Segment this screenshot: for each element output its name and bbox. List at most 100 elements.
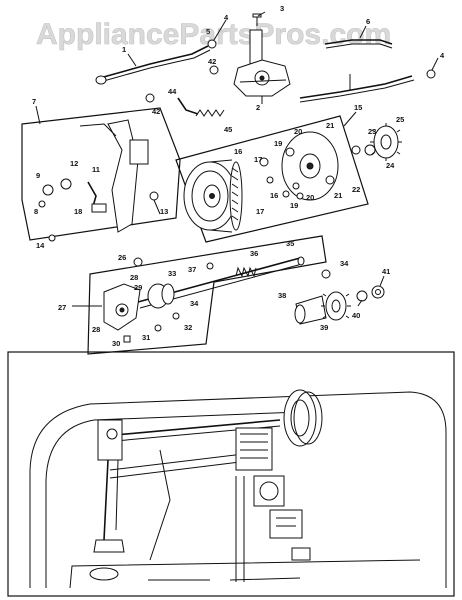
callout-1: 1	[122, 45, 126, 54]
callout-26: 26	[118, 253, 126, 262]
callout-24: 24	[386, 161, 395, 170]
nut-part-34	[321, 269, 331, 279]
callout-38: 38	[278, 291, 286, 300]
screw-part-19	[282, 190, 290, 198]
frame-part-7	[21, 105, 181, 242]
callout-41: 41	[382, 267, 390, 276]
bracket-part-18	[91, 203, 107, 213]
rod-part-1	[99, 45, 209, 79]
callout-45: 45	[224, 125, 232, 134]
nut-part-9	[42, 184, 54, 196]
washer-part-12	[60, 178, 72, 190]
callout-21-lower: 21	[334, 191, 342, 200]
gear-housing	[235, 427, 273, 471]
lever-arm	[107, 119, 139, 233]
callout-42-lower: 42	[152, 107, 160, 116]
needle-bar	[103, 459, 109, 541]
machine-body	[29, 391, 447, 588]
rod-part-6	[324, 39, 393, 45]
callout-33: 33	[168, 269, 176, 278]
watermark: AppliancePartsPros.com	[36, 18, 391, 51]
callout-4-right: 4	[440, 51, 445, 60]
screw-part-34	[172, 312, 180, 320]
rod-part-1-end	[95, 75, 107, 85]
washer-part-22	[351, 145, 361, 155]
washer-part-4-right	[426, 69, 436, 79]
callout-labels: 1 2 3 4 4 5 6 7 8 9 11 12 13 14 15 16 16…	[32, 4, 445, 348]
callout-28-upper: 28	[130, 273, 138, 282]
screw-part-42-lower	[145, 93, 155, 103]
screw-part-17	[259, 157, 269, 167]
callout-6: 6	[366, 17, 370, 26]
inset-border	[7, 351, 455, 597]
callout-28-lower: 28	[92, 325, 100, 334]
bed-plate	[69, 559, 421, 589]
screw-part-26	[133, 257, 143, 267]
pulley-assembly	[175, 111, 402, 243]
callout-19-upper: 19	[274, 139, 282, 148]
callout-19-lower: 19	[290, 201, 298, 210]
callout-32: 32	[184, 323, 192, 332]
callout-20-upper: 20	[294, 127, 302, 136]
callout-11: 11	[92, 165, 100, 174]
callout-7: 7	[32, 97, 36, 106]
callout-3: 3	[280, 4, 284, 13]
screw-part-42-upper	[209, 65, 219, 75]
callout-40: 40	[352, 311, 360, 320]
lower-mechanism	[269, 509, 303, 539]
callout-14: 14	[36, 241, 45, 250]
screw-part-16b	[266, 176, 274, 184]
screw-part-13	[149, 191, 159, 201]
crank-post	[249, 29, 263, 65]
bracket-block	[129, 139, 149, 165]
callout-20-lower: 20	[306, 193, 314, 202]
callout-4-left: 4	[224, 13, 229, 22]
callout-16-upper: 16	[234, 147, 242, 156]
needle-bar-housing	[97, 419, 123, 461]
hook-part-44	[177, 97, 199, 115]
washer-part-4-left	[207, 39, 217, 49]
callout-22: 22	[352, 185, 360, 194]
callout-30: 30	[112, 339, 120, 348]
callout-21-upper: 21	[326, 121, 334, 130]
rod-part-8	[299, 75, 413, 99]
washer-part-23	[364, 144, 376, 156]
motor-block	[253, 475, 285, 507]
callout-34-right: 34	[340, 259, 349, 268]
callout-18: 18	[74, 207, 82, 216]
screw-part-8	[38, 200, 46, 208]
callout-35: 35	[286, 239, 294, 248]
washer-part-40	[356, 290, 368, 302]
spring-part-45	[195, 109, 225, 117]
callout-17-lower: 17	[256, 207, 264, 216]
upper-shaft-assembly	[95, 11, 439, 117]
arm-shaft	[103, 419, 281, 437]
bobbin-case	[89, 567, 119, 581]
screw-part-14	[48, 234, 56, 242]
callout-39: 39	[320, 323, 328, 332]
callout-8: 8	[34, 207, 38, 216]
callout-42-upper: 42	[208, 57, 216, 66]
callout-37: 37	[188, 265, 196, 274]
callout-2: 2	[256, 103, 260, 112]
screw-part-20	[296, 192, 304, 200]
pin-part-30	[123, 335, 131, 343]
callout-36: 36	[250, 249, 258, 258]
callout-15: 15	[354, 103, 362, 112]
spring-part-36	[235, 266, 257, 278]
callout-44: 44	[168, 87, 177, 96]
callout-9: 9	[36, 171, 40, 180]
callout-16-lower: 16	[270, 191, 278, 200]
presser-foot	[93, 539, 125, 553]
screw-part-37	[206, 262, 214, 270]
machine-overview-inset	[7, 351, 455, 597]
callout-34-left: 34	[190, 299, 199, 308]
callout-31: 31	[142, 333, 150, 342]
callout-13: 13	[160, 207, 168, 216]
callout-5: 5	[206, 27, 210, 36]
rod-part-1-edge	[99, 49, 211, 83]
callout-17-upper: 17	[254, 155, 262, 164]
callout-27: 27	[58, 303, 66, 312]
callout-25: 25	[396, 115, 404, 124]
